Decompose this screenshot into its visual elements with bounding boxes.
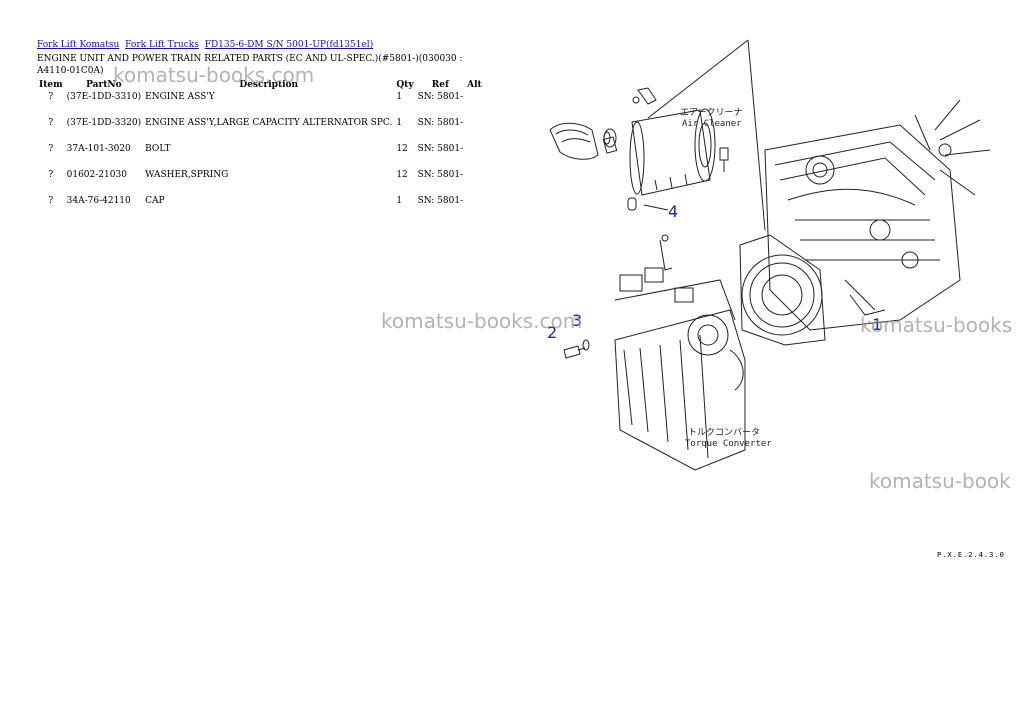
- cell-alt: [465, 118, 484, 144]
- callout-1: 1: [872, 315, 882, 334]
- table-header-row: Item PartNo Description Qty Ref Alt: [37, 78, 484, 92]
- cell-qty: 1: [396, 92, 403, 102]
- cell-qty: 12: [396, 144, 408, 154]
- header-description: Description: [239, 80, 299, 90]
- header-partno: PartNo: [86, 80, 122, 90]
- callout-2: 2: [547, 323, 557, 342]
- cell-description: BOLT: [145, 144, 171, 154]
- cell-qty: 1: [396, 196, 403, 206]
- cell-partno: 37A-101-3020: [66, 144, 131, 154]
- table-row: ? 01602-21030 WASHER,SPRING 12 SN: 5801-: [37, 170, 484, 196]
- callout-4: 4: [668, 202, 678, 221]
- cell-alt: [465, 196, 484, 214]
- torque-converter-label-en: Torque Converter: [685, 439, 772, 449]
- cell-description: ENGINE ASS'Y: [145, 92, 215, 102]
- table-row: ? 34A-76-42110 CAP 1 SN: 5801-: [37, 196, 484, 214]
- cell-ref: SN: 5801-: [417, 196, 464, 206]
- watermark: komatsu-books.com: [113, 63, 315, 87]
- cell-item: ?: [48, 118, 54, 128]
- leader-line: [747, 39, 766, 231]
- leader-line: [647, 39, 749, 119]
- hose-drawing: [549, 122, 617, 160]
- cell-alt: [465, 92, 484, 118]
- exploded-parts-diagram: 1 2 3 4 エアークリーナ Air Cleaner トルクコンバータ Tor…: [547, 39, 991, 471]
- cell-description: WASHER,SPRING: [145, 170, 229, 180]
- watermark: komatsu-book: [869, 469, 1011, 493]
- cell-ref: SN: 5801-: [417, 92, 464, 102]
- cell-ref: SN: 5801-: [417, 118, 464, 128]
- cell-alt: [465, 144, 484, 170]
- header-alt: Alt: [467, 80, 482, 90]
- watermark: komatsu-books.com: [381, 309, 583, 333]
- cell-ref: SN: 5801-: [417, 144, 464, 154]
- cell-qty: 12: [396, 170, 408, 180]
- watermark: komatsu-books: [860, 313, 1013, 337]
- header-ref: Ref: [431, 80, 449, 90]
- engine-drawing: [739, 99, 991, 346]
- breadcrumb-link-fork-lift-komatsu[interactable]: Fork Lift Komatsu: [37, 40, 120, 50]
- cell-item: ?: [48, 92, 54, 102]
- page-title: ENGINE UNIT AND POWER TRAIN RELATED PART…: [37, 54, 463, 76]
- callout-3: 3: [572, 311, 582, 330]
- cell-partno: (37E-1DD-3310): [66, 92, 142, 102]
- cell-ref: SN: 5801-: [417, 170, 464, 180]
- header-item: Item: [39, 80, 63, 90]
- cell-partno: 34A-76-42110: [66, 196, 131, 206]
- cell-description: ENGINE ASS'Y,LARGE CAPACITY ALTERNATOR S…: [145, 118, 393, 128]
- air-cleaner-drawing: [602, 87, 729, 211]
- table-row: ? (37E-1DD-3310) ENGINE ASS'Y 1 SN: 5801…: [37, 92, 484, 118]
- header-qty: Qty: [396, 80, 414, 90]
- cell-qty: 1: [396, 118, 403, 128]
- cell-partno: (37E-1DD-3320): [66, 118, 142, 128]
- breadcrumb-link-model[interactable]: FD135-6-DM S/N 5001-UP(fd1351el): [204, 40, 374, 50]
- cell-item: ?: [48, 170, 54, 180]
- cell-item: ?: [48, 196, 54, 206]
- diagram-code: P.X.E.2.4.3.0: [937, 551, 1005, 559]
- cell-partno: 01602-21030: [66, 170, 127, 180]
- breadcrumb-link-fork-lift-trucks[interactable]: Fork Lift Trucks: [125, 40, 199, 50]
- breadcrumb: Fork Lift Komatsu Fork Lift Trucks FD135…: [37, 40, 376, 51]
- air-cleaner-label-jp: エアークリーナ: [680, 107, 742, 118]
- cell-alt: [465, 170, 484, 196]
- cell-description: CAP: [145, 196, 165, 206]
- parts-table: Item PartNo Description Qty Ref Alt ? (3…: [37, 78, 484, 214]
- torque-converter-label-jp: トルクコンバータ: [688, 427, 760, 438]
- cell-item: ?: [48, 144, 54, 154]
- air-cleaner-label-en: Air Cleaner: [682, 119, 742, 129]
- torque-converter-drawing: [563, 204, 876, 471]
- table-row: ? (37E-1DD-3320) ENGINE ASS'Y,LARGE CAPA…: [37, 118, 484, 144]
- table-row: ? 37A-101-3020 BOLT 12 SN: 5801-: [37, 144, 484, 170]
